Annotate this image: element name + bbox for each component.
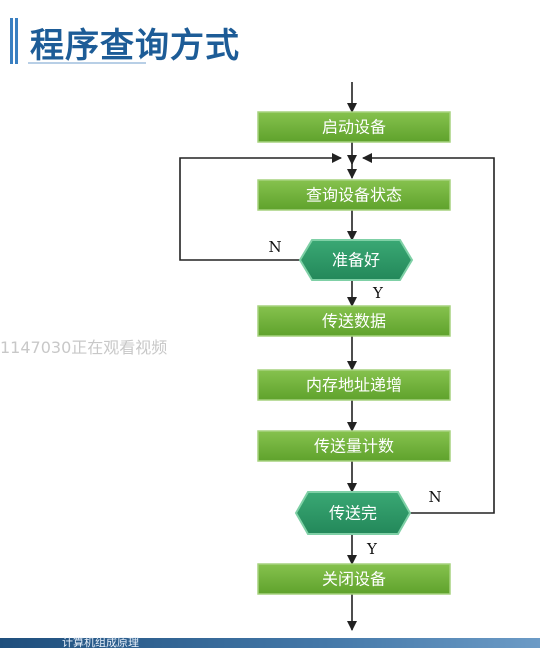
label-done-no: N [428, 488, 441, 506]
node-ready-decision: 准备好 [298, 239, 414, 281]
node-start-device-label: 启动设备 [322, 118, 386, 137]
node-transfer-count: 传送量计数 [257, 430, 451, 462]
footer-course-title: 计算机组成原理 [62, 637, 139, 648]
viewer-watermark: 1147030正在观看视频 [0, 338, 168, 357]
node-mem-addr-increment: 内存地址递增 [257, 369, 451, 401]
footer-band [0, 638, 540, 648]
loop-ready-no [179, 153, 342, 261]
node-close-device-label: 关闭设备 [322, 570, 386, 589]
label-ready-no: N [268, 238, 281, 256]
node-query-status-label: 查询设备状态 [306, 186, 402, 205]
label-done-yes: Y [366, 540, 378, 558]
node-ready-label: 准备好 [332, 251, 380, 270]
node-transfer-data-label: 传送数据 [322, 312, 386, 331]
node-query-status: 查询设备状态 [257, 179, 451, 211]
title-accent-bars [10, 18, 18, 64]
node-transfer-count-label: 传送量计数 [314, 437, 394, 456]
loop-done-no [362, 153, 495, 514]
node-start-device: 启动设备 [257, 111, 451, 143]
node-transfer-data: 传送数据 [257, 305, 451, 337]
node-close-device: 关闭设备 [257, 563, 451, 595]
node-transfer-done-label: 传送完 [329, 504, 377, 523]
node-transfer-done-decision: 传送完 [294, 491, 412, 535]
label-ready-yes: Y [372, 284, 384, 302]
title-underline [28, 62, 146, 64]
slide-title: 程序查询方式 [30, 26, 240, 66]
node-mem-addr-increment-label: 内存地址递增 [306, 376, 402, 395]
